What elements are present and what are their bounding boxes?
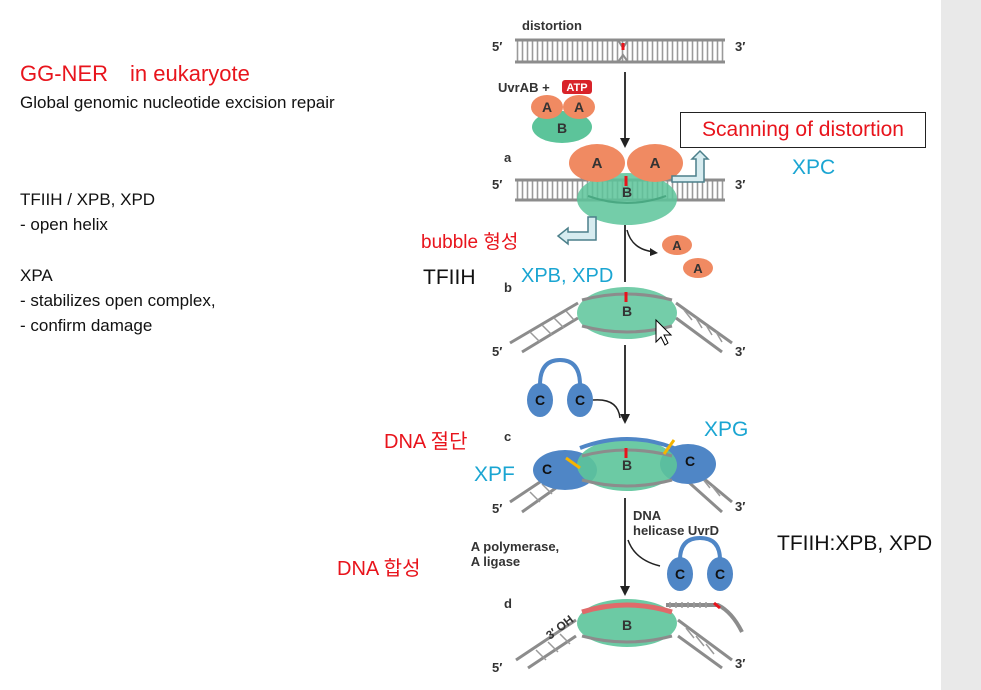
- atp-badge: [562, 80, 592, 94]
- excised-oligo: [666, 603, 744, 633]
- protein-b-3: B: [622, 303, 632, 319]
- note-xpa: XPA: [20, 266, 53, 285]
- step-c-label: c: [504, 429, 511, 444]
- vertical-scrollbar[interactable]: [941, 0, 981, 690]
- protein-a-4: A: [650, 155, 661, 172]
- three-prime-c: 3′: [735, 499, 745, 514]
- released-a-2: [683, 258, 713, 278]
- xpf-label: XPF: [474, 463, 515, 486]
- ner-diagram: distortion 5′ 3′ UvrAB + ATP A A B a A A…: [470, 18, 745, 675]
- protein-a-5: A: [672, 238, 682, 253]
- protein-a-3: A: [592, 155, 603, 172]
- protein-c-4: C: [685, 453, 695, 469]
- xpb-xpd-label: XPB, XPD: [521, 265, 614, 287]
- arrow-to-xpc: [671, 149, 710, 183]
- slide-subtitle: Global genomic nucleotide excision repai…: [20, 93, 335, 112]
- protein-b-2: B: [622, 184, 632, 200]
- dna-synthesis-label: DNA 합성: [337, 558, 421, 580]
- dna-step-d: [515, 599, 733, 670]
- five-prime-top: 5′: [492, 39, 502, 54]
- polymerase-label: DNA polymerase,: [470, 539, 559, 554]
- note-open-helix: - open helix: [20, 215, 108, 234]
- protein-b-5: B: [622, 617, 632, 633]
- atp-label: ATP: [566, 82, 587, 94]
- scanning-label: Scanning of distortion: [702, 118, 904, 141]
- protein-b-4: B: [622, 457, 632, 473]
- three-prime-top: 3′: [735, 39, 745, 54]
- bubble-label: bubble 형성: [421, 232, 519, 253]
- tfiih-xpb-xpd-label: TFIIH:XPB, XPD: [777, 532, 933, 555]
- three-prime-d: 3′: [735, 656, 745, 671]
- distortion-label: distortion: [522, 18, 582, 33]
- helicase-label: helicase UvrD: [633, 523, 719, 538]
- three-prime-a: 3′: [735, 177, 745, 192]
- released-a-1: [662, 235, 692, 255]
- protein-c-2: C: [575, 392, 585, 408]
- dna-step-b: [509, 287, 733, 354]
- uvrab-label: UvrAB +: [498, 80, 550, 95]
- uvrc-dimer: [527, 357, 593, 417]
- protein-c-1: C: [535, 392, 545, 408]
- step-d-label: d: [504, 596, 512, 611]
- protein-c-6: C: [715, 566, 725, 582]
- dna-top: [515, 38, 725, 64]
- protein-b-1: B: [557, 120, 567, 136]
- protein-a-1: A: [542, 99, 552, 115]
- five-prime-c: 5′: [492, 501, 502, 516]
- step-a-label: a: [504, 150, 512, 165]
- note-stabilizes: - stabilizes open complex,: [20, 291, 216, 310]
- title-in-eukaryote: in eukaryote: [130, 61, 250, 86]
- protein-c-3: C: [542, 461, 552, 477]
- five-prime-a: 5′: [492, 177, 502, 192]
- scanning-callout: Scanning of distortion: [680, 112, 926, 148]
- xpg-label: XPG: [704, 418, 749, 441]
- three-prime-b: 3′: [735, 344, 745, 359]
- slide-title: GG-NER in eukaryote: [20, 61, 250, 87]
- note-tfiih: TFIIH / XPB, XPD: [20, 190, 156, 209]
- five-prime-d: 5′: [492, 660, 502, 675]
- arrow-bubble: [556, 216, 597, 246]
- released-uvrc: [667, 535, 733, 591]
- protein-c-5: C: [675, 566, 685, 582]
- step-b-label: b: [504, 280, 512, 295]
- ligase-label: DNA ligase: [470, 554, 520, 569]
- protein-a-6: A: [693, 261, 703, 276]
- title-gg-ner: GG-NER: [20, 61, 108, 86]
- dna-cut-label: DNA 절단: [384, 431, 468, 453]
- five-prime-b: 5′: [492, 344, 502, 359]
- xpc-label: XPC: [792, 156, 836, 179]
- note-confirm-damage: - confirm damage: [20, 316, 153, 335]
- dna-step-c: [509, 437, 733, 514]
- cursor-icon: [655, 318, 673, 346]
- uvrab-complex: [531, 95, 595, 143]
- dna-label: DNA: [633, 508, 662, 523]
- uvrab-on-dna: [569, 144, 683, 225]
- tfiih-label: TFIIH: [423, 266, 476, 289]
- protein-a-2: A: [574, 99, 584, 115]
